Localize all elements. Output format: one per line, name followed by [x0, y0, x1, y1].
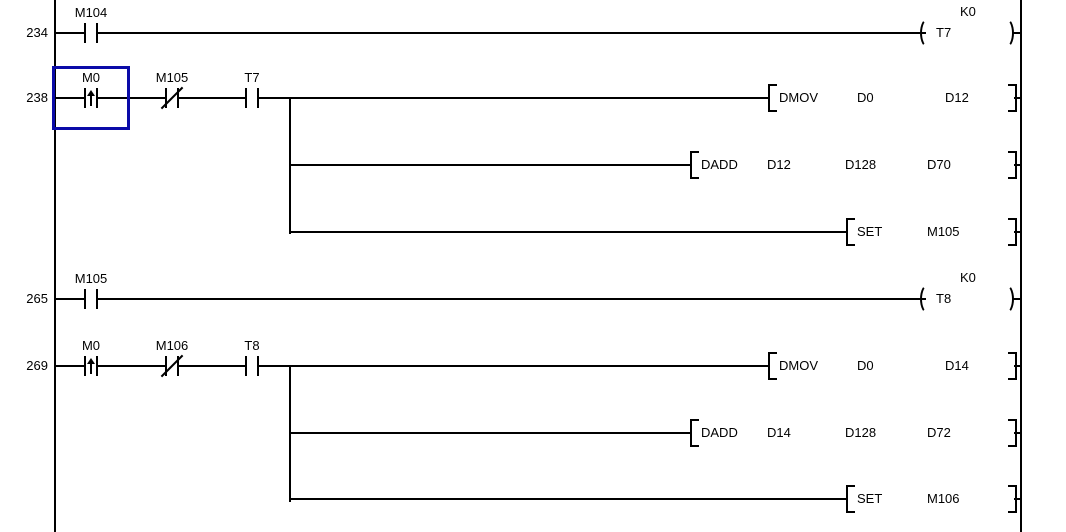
timer-preset: K0 — [960, 4, 976, 19]
right-power-rail — [1020, 0, 1022, 532]
wire — [1012, 32, 1021, 34]
wire — [1014, 97, 1021, 99]
wire — [290, 498, 846, 500]
contact-bar — [165, 88, 167, 108]
device-label: T8 — [244, 338, 260, 353]
mnemonic: DMOV — [779, 90, 818, 105]
contact-bar — [96, 356, 98, 376]
rung-number: 265 — [26, 291, 48, 306]
left-power-rail — [54, 0, 56, 532]
coil-t7[interactable]: T7 — [936, 25, 952, 40]
wire — [56, 97, 768, 99]
device-label: M106 — [155, 338, 189, 353]
contact-bar — [257, 88, 259, 108]
device-label: M105 — [155, 70, 189, 85]
instruction-open-bracket-icon — [690, 151, 699, 179]
operand: D0 — [857, 358, 874, 373]
wire — [1014, 365, 1021, 367]
operand: D14 — [767, 425, 791, 440]
instruction-open-bracket-icon — [768, 352, 777, 380]
contact-m0-rising-edge[interactable] — [84, 88, 98, 108]
contact-bar — [84, 289, 86, 309]
contact-m0-rising-edge[interactable] — [84, 356, 98, 376]
contact-bar — [177, 356, 179, 376]
contact-bar — [177, 88, 179, 108]
operand: M105 — [927, 224, 960, 239]
coil-t8[interactable]: T8 — [936, 291, 952, 306]
contact-bar — [165, 356, 167, 376]
mnemonic: DADD — [701, 157, 738, 172]
contact-t8[interactable] — [245, 356, 259, 376]
wire — [1014, 498, 1021, 500]
rising-edge-arrow-icon — [87, 358, 95, 364]
rising-edge-arrow-icon — [87, 90, 95, 96]
operand: M106 — [927, 491, 960, 506]
wire — [1014, 164, 1021, 166]
instruction-open-bracket-icon — [846, 485, 855, 513]
wire — [56, 298, 926, 300]
timer-preset: K0 — [960, 270, 976, 285]
wire — [1014, 231, 1021, 233]
mnemonic: DADD — [701, 425, 738, 440]
wire — [290, 432, 690, 434]
rising-edge-arrow-icon — [90, 363, 92, 374]
contact-bar — [96, 289, 98, 309]
contact-m104[interactable] — [84, 23, 98, 43]
rung-number: 234 — [26, 25, 48, 40]
contact-bar — [245, 356, 247, 376]
contact-m106-normally-closed[interactable] — [160, 354, 184, 378]
wire — [56, 365, 768, 367]
mnemonic: SET — [857, 224, 883, 239]
operand: D72 — [927, 425, 951, 440]
wire — [56, 32, 926, 34]
mnemonic: SET — [857, 491, 883, 506]
rung-number: 238 — [26, 90, 48, 105]
coil-open-paren-icon — [920, 284, 936, 314]
contact-t7[interactable] — [245, 88, 259, 108]
contact-bar — [84, 88, 86, 108]
operand: D128 — [845, 425, 877, 440]
rung-number: 269 — [26, 358, 48, 373]
instruction-open-bracket-icon — [768, 84, 777, 112]
contact-bar — [96, 23, 98, 43]
contact-m105[interactable] — [84, 289, 98, 309]
contact-bar — [96, 88, 98, 108]
contact-m105-normally-closed[interactable] — [160, 86, 184, 110]
contact-bar — [84, 23, 86, 43]
device-label: M104 — [74, 5, 108, 20]
contact-bar — [245, 88, 247, 108]
instruction-open-bracket-icon — [690, 419, 699, 447]
contact-bar — [257, 356, 259, 376]
operand: D70 — [927, 157, 951, 172]
instruction-open-bracket-icon — [846, 218, 855, 246]
operand: D128 — [845, 157, 877, 172]
wire — [1012, 298, 1021, 300]
wire — [290, 164, 690, 166]
wire — [290, 231, 846, 233]
coil-open-paren-icon — [920, 18, 936, 48]
mnemonic: DMOV — [779, 358, 818, 373]
operand: D0 — [857, 90, 874, 105]
device-label: T7 — [244, 70, 260, 85]
device-label: M0 — [81, 70, 101, 85]
operand: D12 — [767, 157, 791, 172]
operand: D14 — [945, 358, 969, 373]
selection-cursor — [52, 66, 130, 130]
contact-bar — [84, 356, 86, 376]
wire — [1014, 432, 1021, 434]
device-label: M0 — [81, 338, 101, 353]
rising-edge-arrow-icon — [90, 95, 92, 106]
device-label: M105 — [74, 271, 108, 286]
operand: D12 — [945, 90, 969, 105]
